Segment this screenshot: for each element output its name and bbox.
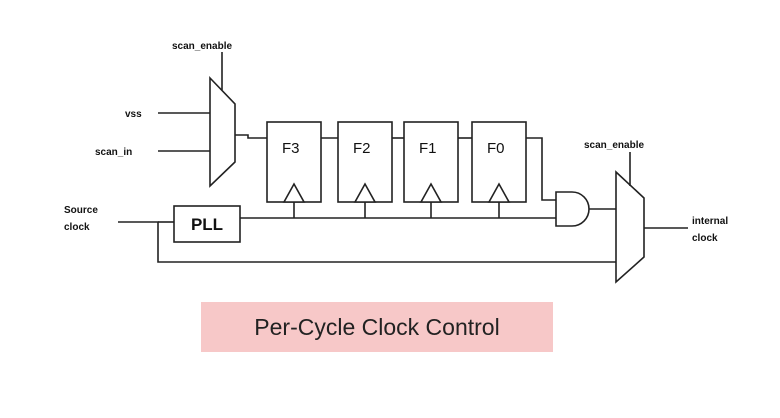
source-clock-label-line1: Source [64,205,98,216]
flip-flop-label-f0: F0 [487,140,505,157]
scan-enable-label-top: scan_enable [172,41,232,52]
pll-label: PLL [191,215,223,234]
output-mux [615,170,645,284]
flip-flop-label-f3: F3 [282,140,300,157]
f0-to-and-wire [526,137,556,201]
and-gate [555,191,590,227]
internal-clock-label-line1: internal [692,216,728,227]
mux-to-f3-wire [235,134,267,139]
pll-block [173,205,241,243]
scan-enable-label-right: scan_enable [584,140,644,151]
source-clock-wire [118,221,616,263]
flip-flop-label-f1: F1 [419,140,437,157]
vss-label: vss [125,109,142,120]
input-mux [209,76,236,188]
source-clock-label-line2: clock [64,222,90,233]
diagram-caption: Per-Cycle Clock Control [201,302,553,352]
internal-clock-label-line2: clock [692,233,718,244]
flip-flop-label-f2: F2 [353,140,371,157]
scan-in-label: scan_in [95,147,132,158]
